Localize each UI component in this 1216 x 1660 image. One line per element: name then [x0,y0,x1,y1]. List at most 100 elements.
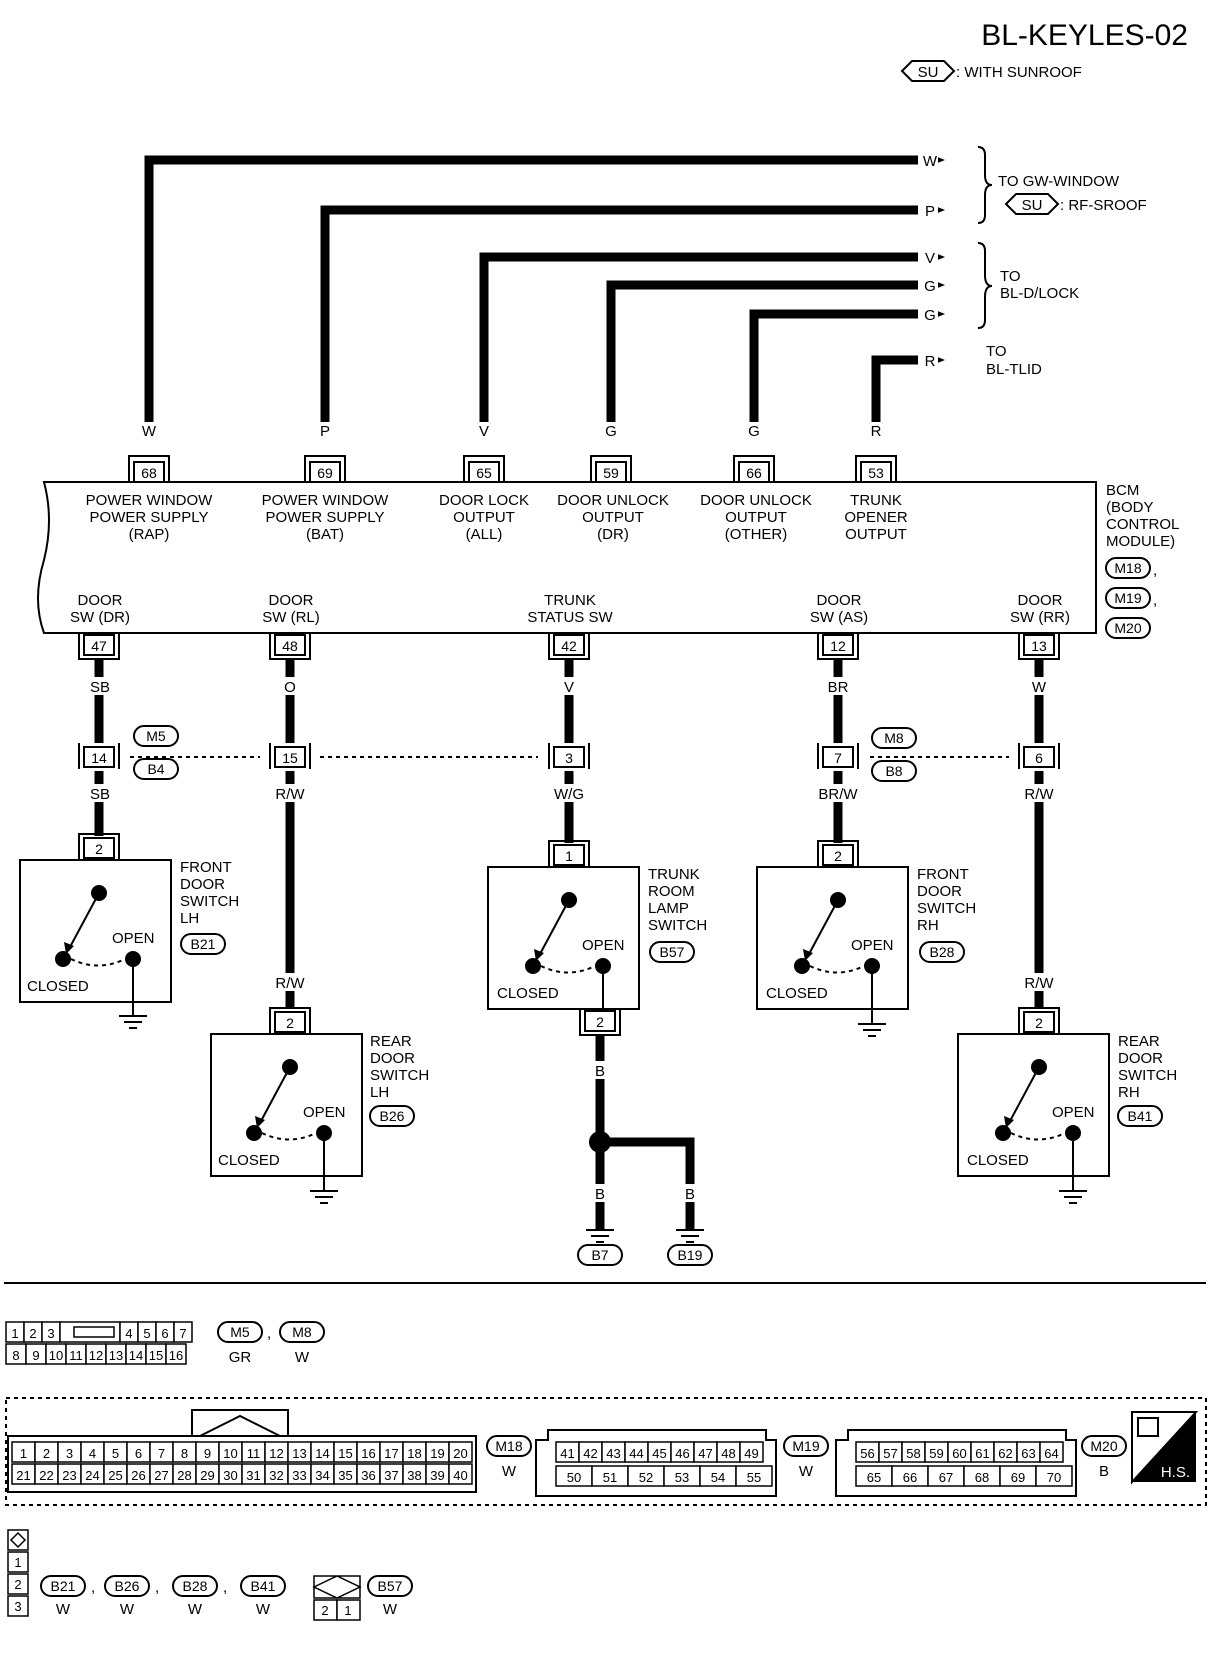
pin-number: 14 [315,1446,329,1461]
pin-number: 29 [200,1468,214,1483]
svg-text:,: , [1153,592,1157,609]
ground-splice: B B B B7 B19 [577,1035,713,1266]
svg-text:DOOR LOCK: DOOR LOCK [439,492,529,509]
pin-number: 11 [69,1348,83,1363]
svg-text:DOOR: DOOR [917,883,962,900]
svg-text:SB: SB [90,679,110,696]
ground-tag: B19 [678,1247,703,1263]
connector-color: W [188,1601,203,1618]
pin-number: 19 [430,1446,444,1461]
connector-tag [240,1575,286,1597]
rear-door-switch-lh: 2 OPEN CLOSED REAR DOOR SWITCH LH B26 [210,1007,429,1204]
pin-66: 66 [733,455,775,483]
connector-tag: B21 [191,936,216,952]
pin-number: 13 [109,1348,123,1363]
wire-label: R [871,423,882,440]
pin-number: 36 [361,1468,375,1483]
svg-text:POWER WINDOW: POWER WINDOW [262,492,389,509]
svg-text:CONTROL: CONTROL [1106,516,1179,533]
svg-text:OUTPUT: OUTPUT [725,509,787,526]
pin-number: 10 [223,1446,237,1461]
pin-number: 11 [247,1446,261,1461]
svg-text:TRUNK: TRUNK [544,592,596,609]
pin-cell [739,1441,764,1463]
svg-text:DOOR: DOOR [78,592,123,609]
pin-number: 61 [975,1446,989,1461]
wire-label: P [925,203,935,220]
connector-tag [279,1321,325,1343]
pin-number: 47 [698,1446,712,1461]
svg-text:SWITCH: SWITCH [1118,1067,1177,1084]
svg-text:FRONT: FRONT [180,859,232,876]
front-door-switch-rh: 2 OPEN CLOSED FRONT DOOR SWITCH RH B28 [756,840,976,1037]
pin-number: 69 [1011,1470,1025,1485]
svg-text:,: , [91,1579,95,1596]
pin-number: 18 [407,1446,421,1461]
dest-to: TO [986,343,1007,360]
svg-text:OUTPUT: OUTPUT [845,526,907,543]
connector-tag [367,1575,413,1597]
connector-color: GR [229,1349,252,1366]
svg-text:DOOR UNLOCK: DOOR UNLOCK [557,492,669,509]
top-wires [144,155,925,430]
pin-number: 1 [344,1603,351,1618]
hs-mark: H.S. [1131,1411,1199,1485]
pin-cell [7,1595,29,1617]
connector-tag [172,1575,218,1597]
pin-number: 31 [246,1468,260,1483]
svg-text:BR: BR [828,679,849,696]
svg-text:SWITCH: SWITCH [180,893,239,910]
wire-label: V [479,423,489,440]
svg-text:2: 2 [1035,1015,1043,1031]
svg-text:POWER SUPPLY: POWER SUPPLY [90,509,209,526]
pin-number: 62 [998,1446,1012,1461]
pin-number: 59 [929,1446,943,1461]
pin-number: 68 [975,1470,989,1485]
connector-color: W [383,1601,398,1618]
su-legend: SU : WITH SUNROOF [900,60,1082,82]
svg-text:(DR): (DR) [597,526,629,543]
pin-cell [7,1551,29,1573]
svg-text:W: W [1032,679,1047,696]
wire-label: G [748,423,760,440]
su-tag: SU [918,64,939,81]
wire-label: W [923,153,938,170]
wire-label: G [924,278,936,295]
bcm-top-labels: POWER WINDOW POWER SUPPLY (RAP) POWER WI… [86,492,908,543]
pin-number: 30 [223,1468,237,1483]
connector-tag-label: B41 [251,1578,276,1594]
svg-text:6: 6 [1035,750,1043,766]
svg-text:DOOR: DOOR [269,592,314,609]
wire-label: P [320,423,330,440]
pin-number: 40 [453,1468,467,1483]
wire-label: R [925,353,936,370]
svg-text:SWITCH: SWITCH [917,900,976,917]
pin-cell [448,1463,473,1485]
pin-number: 41 [560,1446,574,1461]
pin-number: 22 [39,1468,53,1483]
pin-number: 2 [43,1446,50,1461]
svg-text:48: 48 [282,638,298,654]
su-note: : WITH SUNROOF [956,64,1082,81]
svg-text:OPEN: OPEN [851,937,894,954]
pin-number: 37 [384,1468,398,1483]
rear-door-switch-rh: 2 OPEN CLOSED REAR DOOR SWITCH RH B41 [957,1007,1177,1204]
dest-rf-sroof: : RF-SROOF [1060,197,1147,214]
svg-text:LH: LH [370,1084,389,1101]
svg-text:BCM: BCM [1106,482,1139,499]
svg-text:BR/W: BR/W [818,786,858,803]
wire-label: V [925,250,935,267]
svg-text:(BODY: (BODY [1106,499,1154,516]
svg-text:LAMP: LAMP [648,900,689,917]
svg-text:MODULE): MODULE) [1106,533,1175,550]
svg-text:OUTPUT: OUTPUT [453,509,515,526]
pin-number: 5 [112,1446,119,1461]
pin-number: 54 [711,1470,725,1485]
pin-number: 10 [49,1348,63,1363]
svg-text:DOOR UNLOCK: DOOR UNLOCK [700,492,812,509]
svg-text:15: 15 [282,750,298,766]
svg-text:REAR: REAR [370,1033,412,1050]
svg-text:R/W: R/W [275,786,305,803]
